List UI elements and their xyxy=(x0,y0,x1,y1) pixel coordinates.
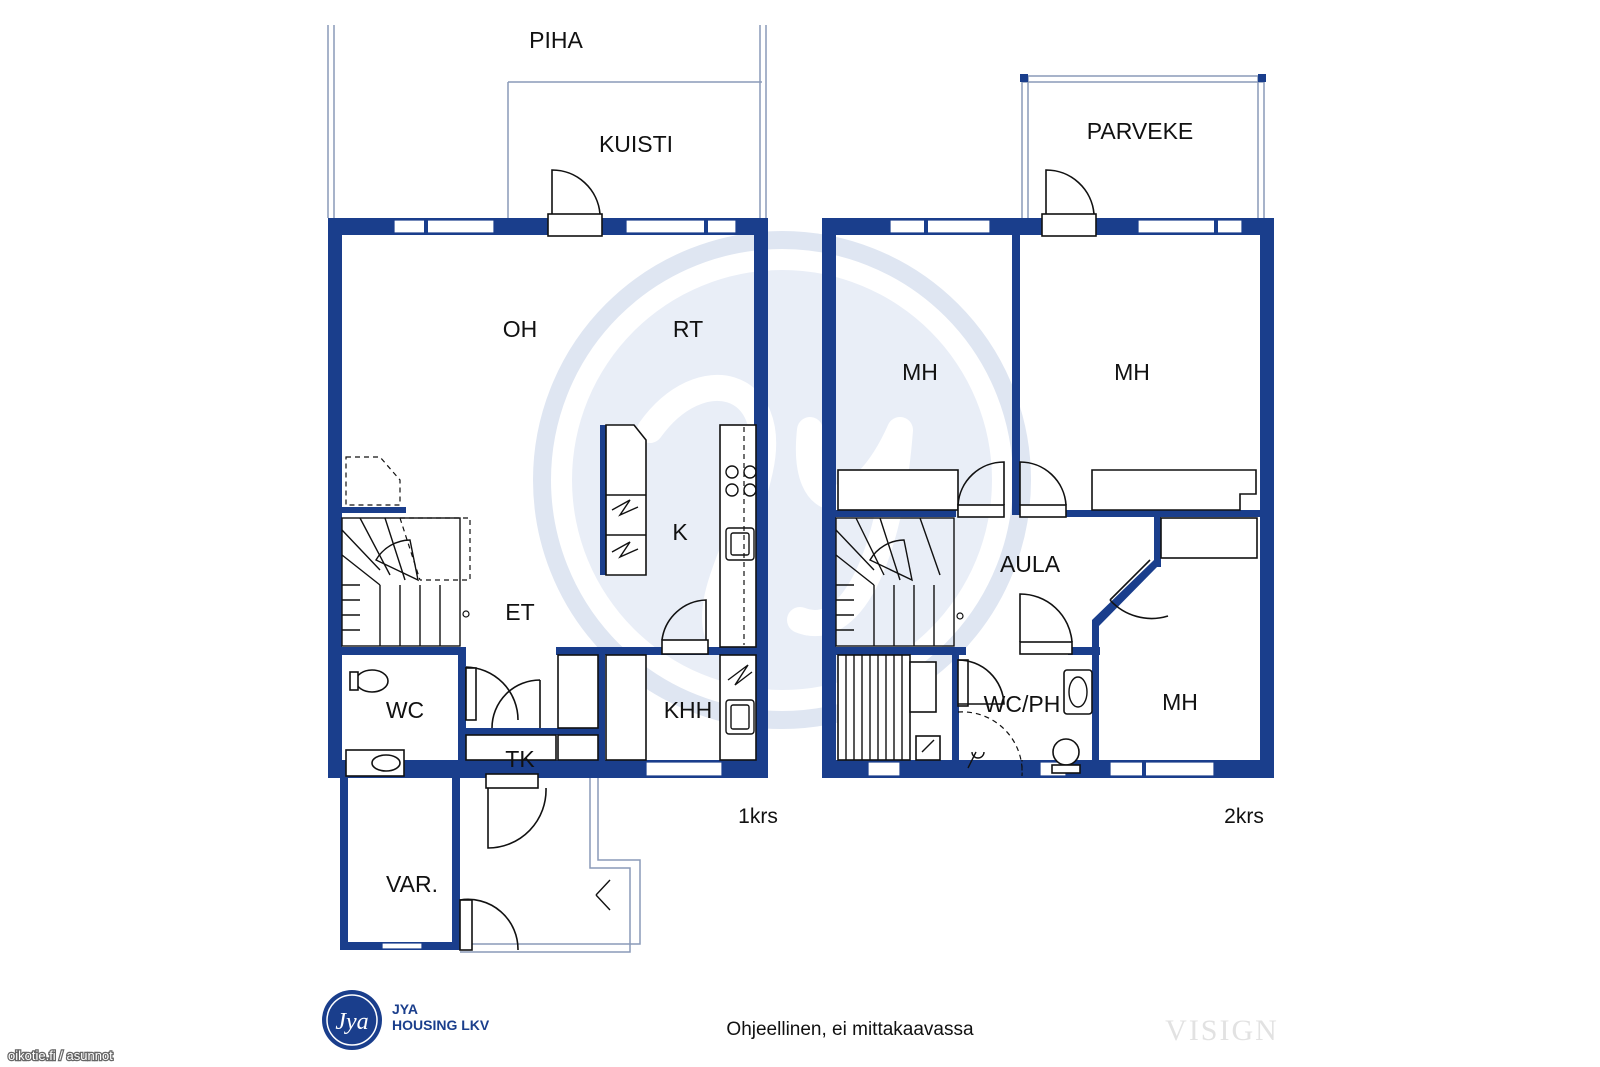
room-label-kuisti: KUISTI xyxy=(599,131,673,157)
visign-watermark: VISIGN xyxy=(1165,1014,1279,1047)
brand-logo: Jya JYA HOUSING LKV xyxy=(322,990,490,1050)
room-label-mh-2: MH xyxy=(1114,359,1150,385)
floor-2: PARVEKE MH MH AULA WC/PH MH 2krs xyxy=(822,74,1274,828)
floor-label-2krs: 2krs xyxy=(1224,805,1264,828)
room-label-parveke: PARVEKE xyxy=(1087,118,1194,144)
room-label-mh-3: MH xyxy=(1162,689,1198,715)
room-label-wc: WC xyxy=(386,697,424,723)
brand-name-line-1: JYA xyxy=(392,1001,418,1017)
floor-label-1krs: 1krs xyxy=(738,805,778,828)
room-label-wc-ph: WC/PH xyxy=(984,691,1061,717)
source-watermark: oikotie.fi / asunnot xyxy=(8,1048,113,1063)
room-label-khh: KHH xyxy=(664,697,713,723)
logo-mark-text: Jya xyxy=(335,1009,368,1035)
room-label-mh-1: MH xyxy=(902,359,938,385)
room-label-k: K xyxy=(672,519,688,545)
room-label-et: ET xyxy=(505,599,534,625)
room-label-tk: TK xyxy=(505,746,535,772)
scale-disclaimer: Ohjeellinen, ei mittakaavassa xyxy=(726,1019,974,1040)
room-label-rt: RT xyxy=(673,316,703,342)
room-label-var: VAR. xyxy=(386,871,438,897)
floor-1: PIHA KUISTI OH RT K ET WC TK KHH VAR. 1k… xyxy=(327,25,778,953)
brand-name-line-2: HOUSING LKV xyxy=(392,1017,490,1033)
room-label-oh: OH xyxy=(503,316,538,342)
room-label-piha: PIHA xyxy=(529,27,583,53)
room-label-aula: AULA xyxy=(1000,551,1061,577)
